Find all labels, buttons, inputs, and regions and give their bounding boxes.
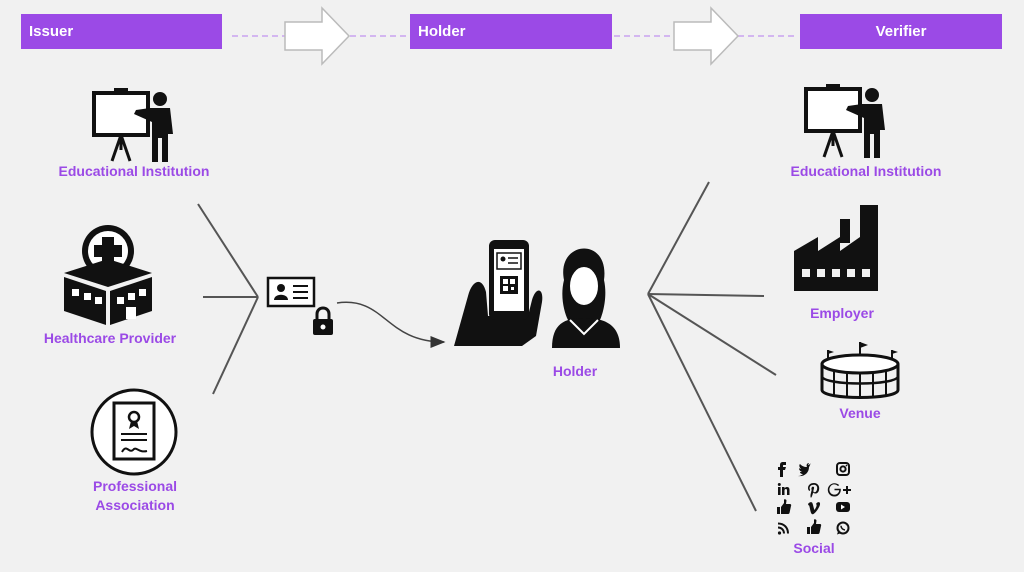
google-plus-icon: [827, 483, 851, 497]
stadium-icon: [820, 342, 900, 399]
factory-icon: [794, 205, 878, 291]
holder-phone-person-icon: [454, 240, 620, 348]
presentation-board-icon: [92, 88, 173, 162]
holder-label: Holder: [552, 363, 598, 379]
issuer-educational-label: Educational Institution: [58, 163, 210, 179]
holder-header: Holder: [410, 14, 612, 49]
youtube-icon: [836, 502, 850, 512]
issuer-line: [197, 203, 259, 298]
vimeo-icon: [808, 502, 821, 515]
professional-line2: Association: [95, 497, 175, 513]
twitter-icon: [798, 463, 811, 477]
verifier-social-label: Social: [793, 540, 835, 556]
facebook-icon: [778, 462, 786, 477]
pinterest-icon: [808, 483, 820, 498]
linkedin-icon: [777, 483, 790, 495]
verifier-line: [647, 293, 757, 512]
instagram-icon: [836, 462, 850, 476]
certificate-icon: [90, 388, 178, 476]
block-arrow-right-icon: [284, 6, 351, 66]
issuer-line: [212, 296, 259, 395]
verifier-header: Verifier: [800, 14, 1002, 49]
verifier-venue-label: Venue: [839, 405, 881, 421]
verifier-line: [647, 293, 777, 376]
credential-arrow: [336, 301, 446, 348]
like-icon: [807, 519, 822, 534]
thumbs-up-icon: [777, 499, 792, 514]
rss-icon: [777, 522, 789, 535]
issuer-header: Issuer: [21, 14, 222, 49]
verifier-line: [647, 181, 710, 295]
hospital-icon: [64, 225, 152, 325]
professional-line1: Professional: [92, 478, 178, 494]
block-arrow-right-icon: [673, 6, 740, 66]
presentation-board-icon: [804, 84, 885, 158]
id-card-lock-icon: [266, 276, 333, 335]
issuer-healthcare-label: Healthcare Provider: [43, 330, 177, 346]
verifier-educational-label: Educational Institution: [790, 163, 942, 179]
whatsapp-icon: [836, 521, 850, 535]
issuer-professional-label: Professional Association: [55, 477, 215, 515]
verifier-line: [647, 293, 765, 297]
verifier-employer-label: Employer: [810, 305, 874, 321]
social-icons-grid: [777, 462, 851, 535]
